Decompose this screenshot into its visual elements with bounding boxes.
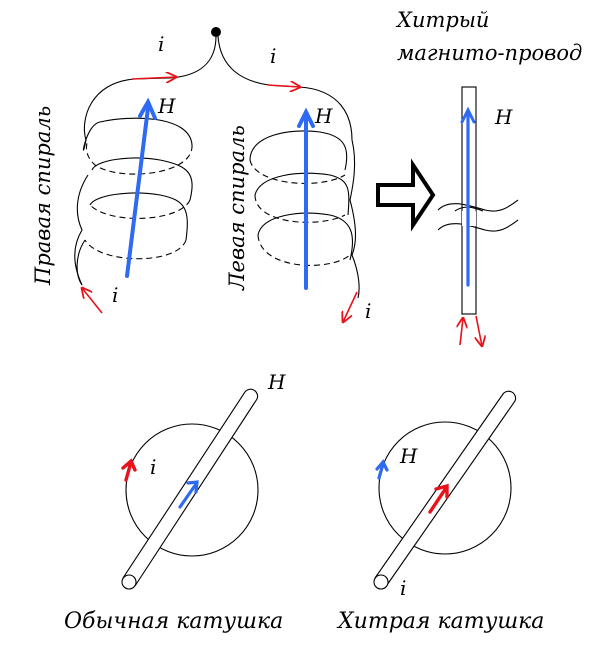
ordinary-current-arrow — [121, 458, 137, 482]
ordinary-coil-loop — [125, 423, 259, 557]
current-arrow-conductor-in — [460, 318, 463, 346]
label-right-spiral: Правая спираль — [31, 106, 55, 286]
label-tricky-field: H — [399, 444, 418, 468]
ordinary-coil — [121, 388, 259, 590]
tricky-current-arrow — [428, 483, 449, 514]
field-arrowhead-conductor — [460, 106, 476, 124]
label-ordinary-field: H — [267, 370, 286, 394]
label-ordinary-current: i — [150, 455, 156, 479]
caption-tricky-coil: Хитрая катушка — [336, 609, 544, 634]
field-arrow-right-coil — [125, 106, 150, 278]
label-current-bottom-left: i — [112, 283, 118, 307]
tricky-field-arrow — [375, 459, 389, 480]
label-field-conductor: H — [494, 105, 513, 129]
label-tricky-current: i — [400, 576, 406, 600]
label-current-bottom-right: i — [365, 299, 371, 323]
field-arrowhead-right-coil — [138, 97, 157, 120]
current-arrow-bottom-right — [343, 291, 358, 322]
label-current-top-left: i — [158, 32, 164, 56]
tricky-coil — [373, 390, 517, 590]
tricky-coil-loop — [378, 421, 512, 555]
label-current-top-right: i — [270, 44, 276, 68]
current-arrow-bottom-left — [82, 288, 103, 314]
break-line-bottom — [437, 219, 519, 232]
current-arrow-conductor-out — [476, 315, 482, 346]
current-arrow-top-left — [131, 77, 176, 79]
label-tricky-title-2: магнито-провод — [397, 41, 582, 65]
junction-dot-icon — [211, 27, 221, 37]
field-arrowhead-left-coil — [297, 107, 315, 128]
ordinary-coil-rod — [122, 388, 259, 587]
left-spiral-coil — [249, 130, 360, 299]
current-arrow-top-right — [267, 85, 300, 87]
label-field-left-coil: H — [314, 104, 333, 128]
hollow-right-arrow-icon — [376, 158, 436, 232]
lead-left — [83, 35, 217, 141]
right-spiral-coil — [74, 117, 193, 286]
caption-ordinary-coil: Обычная катушка — [64, 609, 283, 634]
label-left-spiral: Левая спираль — [225, 125, 249, 291]
label-field-right-coil: H — [157, 94, 176, 118]
label-tricky-title-1: Хитрый — [395, 8, 489, 32]
ordinary-field-arrow — [178, 480, 199, 509]
break-line-top — [437, 199, 519, 212]
